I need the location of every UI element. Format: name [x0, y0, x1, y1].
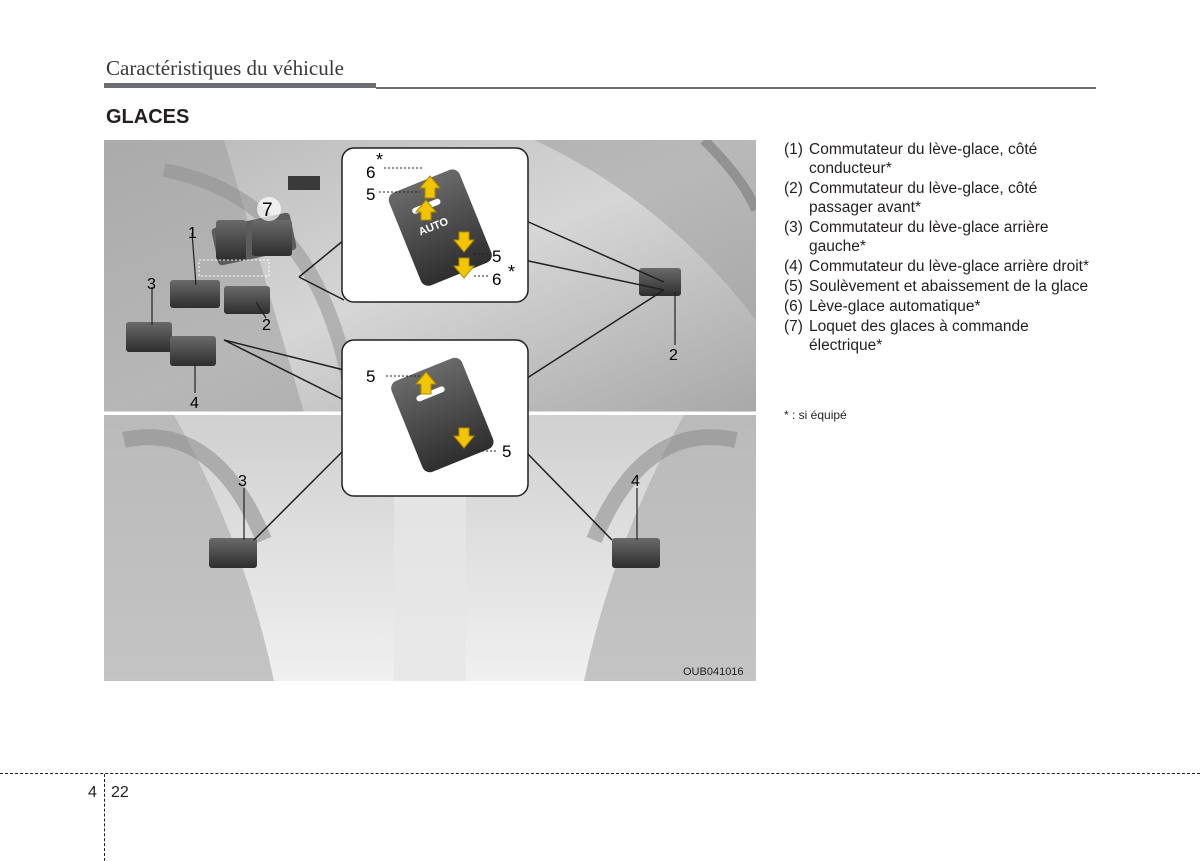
callout-1: 1	[188, 225, 197, 242]
callout-4-top: 4	[190, 395, 199, 412]
callout-5-low-right: 5	[502, 442, 511, 461]
header-rule-thick	[104, 83, 376, 88]
callout-star-mid: *	[508, 262, 515, 282]
list-item: (2) Commutateur du lève-glace, côté pass…	[784, 179, 1104, 217]
list-item: (7) Loquet des glaces à commande électri…	[784, 317, 1104, 355]
list-item: (3) Commutateur du lève-glace arrière ga…	[784, 218, 1104, 256]
item-number: (6)	[784, 298, 803, 315]
list-item: (4) Commutateur du lève-glace arrière dr…	[784, 257, 1104, 276]
callout-2-right: 2	[669, 347, 678, 364]
callout-5-low-left: 5	[366, 367, 375, 386]
description-list: (1) Commutateur du lève-glace, côté cond…	[784, 140, 1104, 356]
callout-2-left: 2	[262, 317, 271, 334]
item-text: Commutateur du lève-glace, côté conducte…	[809, 141, 1038, 177]
list-item: (5) Soulèvement et abaissement de la gla…	[784, 277, 1104, 296]
footnote: * : si équipé	[784, 408, 847, 422]
item-text: Commutateur du lève-glace, côté passager…	[809, 180, 1038, 216]
callout-4-bottom: 4	[631, 473, 640, 490]
item-number: (2)	[784, 180, 803, 197]
item-number: (3)	[784, 219, 803, 236]
item-text: Commutateur du lève-glace arrière gauche…	[809, 219, 1049, 255]
footer-vertical-divider	[104, 774, 105, 861]
list-item: (1) Commutateur du lève-glace, côté cond…	[784, 140, 1104, 178]
item-number: (5)	[784, 278, 803, 295]
callout-6-mid: 6	[492, 270, 501, 289]
header-rule-thin	[376, 87, 1096, 89]
item-number: (4)	[784, 258, 803, 275]
section-title: GLACES	[106, 106, 190, 128]
item-number: (7)	[784, 318, 803, 335]
page-number: 22	[111, 784, 129, 801]
item-text: Loquet des glaces à commande électrique*	[809, 318, 1029, 354]
callout-5-top: 5	[366, 185, 375, 204]
callout-star-top: *	[376, 150, 383, 170]
item-number: (1)	[784, 141, 803, 158]
header-title: Caractéristiques du véhicule	[106, 56, 344, 80]
item-text: Commutateur du lève-glace arrière droit*	[809, 258, 1089, 275]
callout-7: 7	[262, 200, 273, 221]
footer-divider	[0, 773, 1200, 774]
callout-3-bottom: 3	[238, 473, 247, 490]
figure-code: OUB041016	[683, 666, 744, 678]
item-text: Soulèvement et abaissement de la glace	[809, 278, 1089, 295]
item-text: Lève-glace automatique*	[809, 298, 981, 315]
callout-5-mid: 5	[492, 247, 501, 266]
list-item: (6) Lève-glace automatique*	[784, 297, 1104, 316]
callout-3-top: 3	[147, 276, 156, 293]
callout-6-top: 6	[366, 163, 375, 182]
chapter-number: 4	[88, 784, 97, 801]
window-switch-illustration: AUTO 6 * 5 5 6 * 5 5 7 1 2 3 4 2 3 4	[104, 140, 756, 681]
